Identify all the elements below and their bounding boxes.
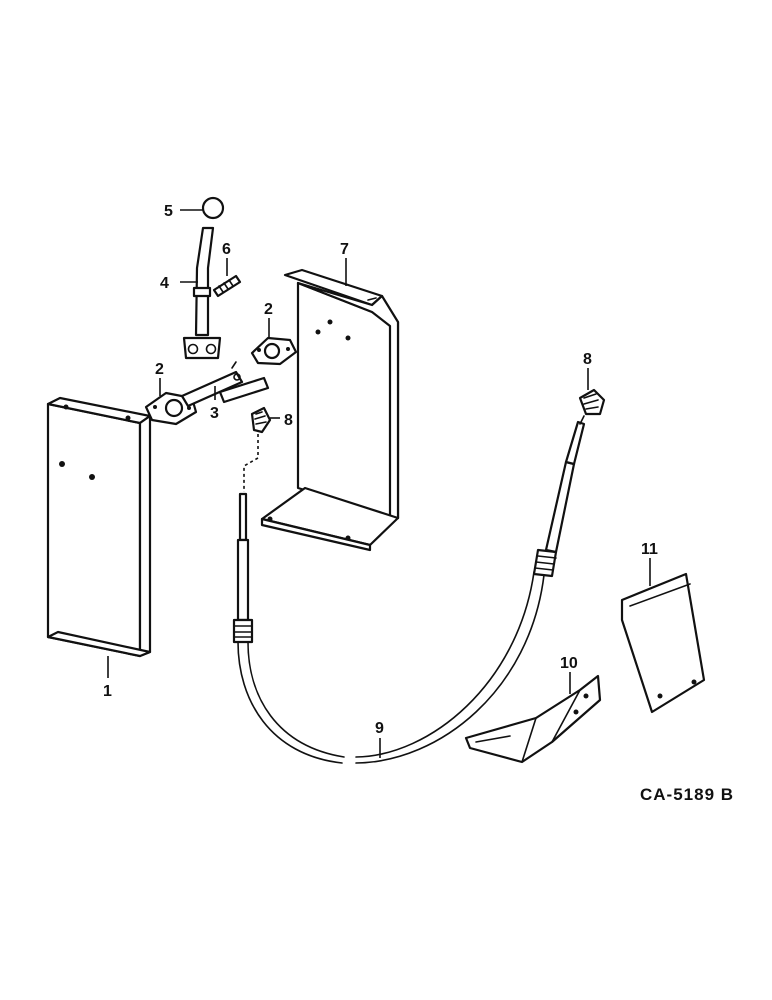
part-11-shield (620, 572, 706, 714)
callout-9: 9 (375, 720, 384, 737)
part-3-shaft (180, 361, 270, 408)
part-8-clamp-right (578, 388, 606, 416)
leader-lines (107, 209, 651, 758)
part-7-bracket (260, 268, 400, 552)
drawing-code: CA-5189 B (640, 785, 734, 804)
part-5-knob (201, 196, 225, 220)
part-10-bracket (464, 674, 602, 764)
callout-8-right: 8 (583, 351, 592, 368)
callout-1: 1 (103, 683, 112, 700)
callout-2-upper: 2 (264, 301, 273, 318)
callout-2-lower: 2 (155, 361, 164, 378)
part-2-flange-upper (250, 336, 298, 366)
callout-labels: 5 6 4 2 2 3 8 7 8 1 9 10 11 (103, 203, 658, 737)
callout-6: 6 (222, 241, 231, 258)
part-4-lever (182, 226, 222, 360)
part-8-clamp-left (250, 406, 272, 434)
part-6-spring (212, 274, 242, 298)
callout-3: 3 (210, 405, 219, 422)
callout-8-left: 8 (284, 412, 293, 429)
part-1-panel (46, 396, 152, 658)
callout-11: 11 (641, 541, 658, 558)
callout-7: 7 (340, 241, 349, 258)
callout-5: 5 (164, 203, 173, 220)
part-9-cable (232, 415, 586, 764)
callout-10: 10 (560, 655, 578, 672)
callout-4: 4 (160, 275, 169, 292)
